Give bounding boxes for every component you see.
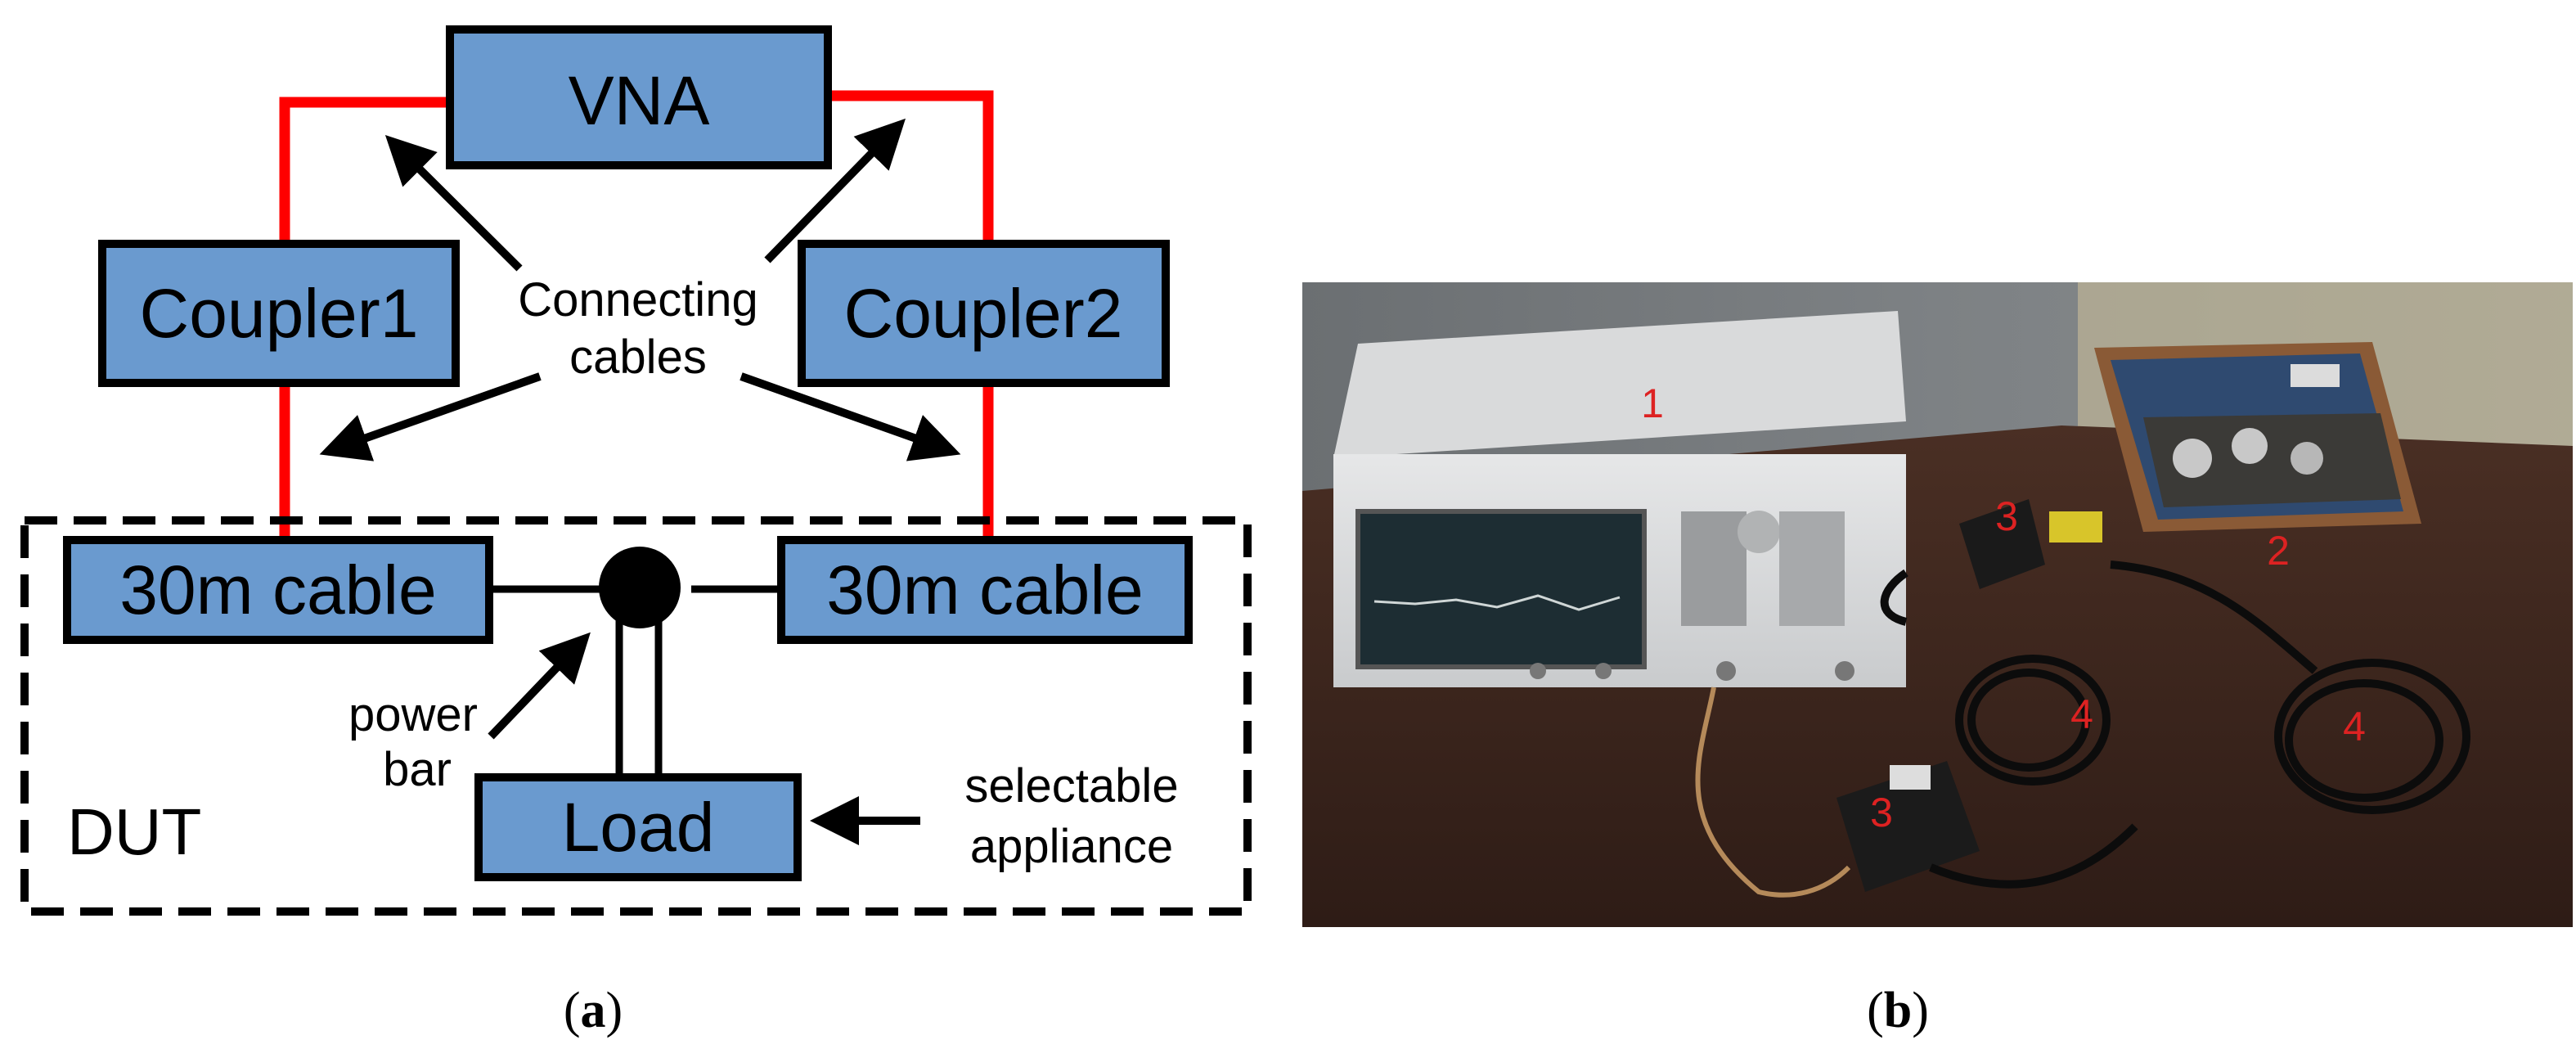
coupler2-label: Coupler2 — [844, 275, 1123, 352]
power-bar-label-line2: bar — [383, 743, 452, 796]
photo-label-cable-left: 4 — [2070, 691, 2093, 737]
photo-label-coupler-bottom: 3 — [1870, 790, 1893, 835]
cable-right-box: 30m cable — [777, 536, 1193, 644]
caption-a: (a) — [564, 983, 623, 1038]
equipment-photo: 1 2 3 3 4 4 (b) — [1302, 282, 2573, 1038]
cable-right-label: 30m cable — [826, 552, 1144, 628]
caption-b: (b) — [1867, 983, 1929, 1038]
cable-vna-coupler1 — [279, 97, 450, 244]
block-diagram: VNA Coupler1 Coupler2 30m cable 30m cabl… — [20, 25, 1252, 1038]
load-label: Load — [562, 789, 715, 866]
photo-label-calkit: 2 — [2267, 528, 2290, 574]
coupler1-label: Coupler1 — [140, 275, 419, 352]
photo-label-cable-right: 4 — [2343, 704, 2366, 750]
vna-instrument — [1333, 311, 1906, 687]
selectable-appliance-label-line1: selectable — [964, 759, 1178, 813]
cable-left-label: 30m cable — [119, 552, 437, 628]
cable-vna-coupler2 — [828, 90, 994, 244]
coupler-boxes — [1836, 499, 2102, 892]
arrow-to-power-bar — [488, 632, 591, 740]
red-cables — [279, 90, 994, 540]
arrow-to-vna-right — [764, 118, 906, 263]
photo-label-vna: 1 — [1641, 380, 1664, 426]
power-bar-label-line1: power — [348, 688, 478, 741]
connecting-cables-label-line1: Connecting — [518, 273, 758, 326]
coupler1-box: Coupler1 — [98, 240, 460, 387]
arrow-to-vna-left — [384, 134, 523, 272]
dut-boundary — [20, 516, 1252, 916]
power-bar-wiring — [489, 585, 781, 777]
test-cable — [1695, 687, 1851, 898]
connecting-cables-label-line2: cables — [569, 331, 707, 384]
vna-label: VNA — [569, 62, 710, 139]
annotation-arrows — [319, 118, 961, 845]
vna-box: VNA — [446, 25, 832, 169]
calibration-kit — [2094, 342, 2421, 532]
selectable-appliance-label-line2: appliance — [970, 820, 1173, 873]
cable-left-box: 30m cable — [63, 536, 493, 644]
coaxial-cables — [1880, 561, 2470, 889]
power-bar-node — [599, 547, 681, 628]
dut-label: DUT — [67, 795, 201, 868]
arrow-to-right-cable — [740, 372, 961, 461]
photo-label-coupler-top: 3 — [1995, 493, 2018, 539]
arrow-to-left-cable — [319, 372, 542, 461]
coupler2-box: Coupler2 — [798, 240, 1170, 387]
load-box: Load — [474, 773, 802, 881]
